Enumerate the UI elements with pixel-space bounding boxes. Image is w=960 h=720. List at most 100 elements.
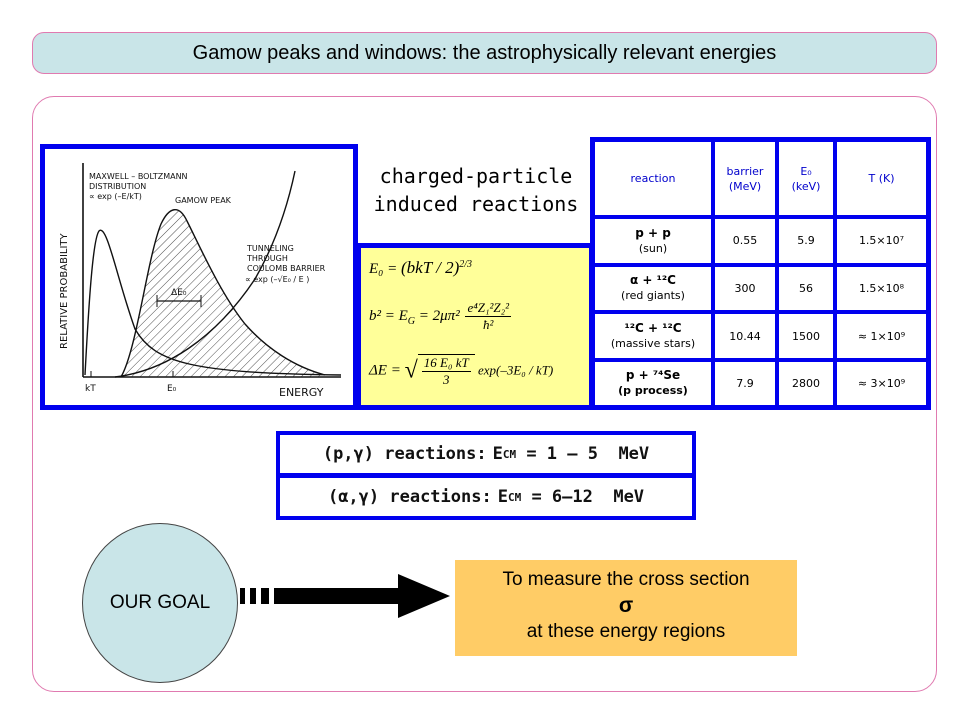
cell-reaction: α + ¹²C (red giants) (595, 262, 715, 315)
equation-b2: b² = EG = 2μπ² e⁴Z₁²Z₂² ħ² (369, 300, 513, 333)
header-e0-1: E₀ (800, 164, 812, 178)
table-header-row: reaction barrier (MeV) E₀ (keV) T (K) (595, 142, 926, 219)
table-row: α + ¹²C (red giants) 300 56 1.5×10⁸ (595, 262, 926, 315)
pg-label: (p,γ) reactions: (322, 444, 487, 464)
cell-e0: 2800 (775, 357, 837, 405)
reaction-name: α + ¹²C (630, 273, 676, 288)
eq3-denominator: 3 (443, 372, 450, 387)
delta-e0-label: ΔE₀ (171, 288, 187, 298)
equation-e0: E₀ = (bkT / 2)2/3 (369, 258, 472, 278)
tunneling-label-3: COULOMB BARRIER (247, 264, 326, 273)
table-row: p + ⁷⁴Se (p process) 7.9 2800 ≈ 3×10⁹ (595, 357, 926, 405)
cell-barrier: 10.44 (711, 310, 779, 362)
cell-temp: ≈ 3×10⁹ (833, 357, 926, 405)
cell-reaction: p + ⁷⁴Se (p process) (595, 357, 715, 405)
gamow-peak-curve (120, 209, 326, 378)
tunneling-label-1: TUNNELING (246, 244, 294, 253)
reaction-table: reaction barrier (MeV) E₀ (keV) T (K) p … (590, 137, 931, 410)
tunneling-label-4: ∝ exp (–√E₀ / E ) (245, 275, 309, 284)
reaction-site: (sun) (638, 241, 668, 255)
pg-sub: CM (502, 447, 517, 461)
eq3-numerator: 16 E₀ kT (421, 355, 471, 372)
ag-e-symbol: E (497, 487, 508, 507)
goal-line-3: at these energy regions (526, 621, 726, 642)
mb-label-2: DISTRIBUTION (89, 182, 146, 191)
e0-tick-label: E₀ (167, 384, 177, 394)
eq3-fraction: 16 E₀ kT 3 (421, 355, 471, 388)
cell-temp: ≈ 1×10⁹ (833, 310, 926, 362)
eq3-rhs: exp(–3E₀ / kT) (474, 362, 554, 378)
gamow-peak-label: GAMOW PEAK (175, 196, 232, 205)
eq1-rhs: (bkT / 2) (401, 258, 460, 277)
eq2-sub: G (407, 315, 416, 327)
slide-title-text: Gamow peaks and windows: the astrophysic… (192, 41, 777, 64)
eq2-denominator: ħ² (483, 317, 494, 332)
caption-line-2: induced reactions (373, 192, 579, 216)
header-e0-2: (keV) (791, 179, 821, 193)
cell-barrier: 7.9 (711, 357, 779, 405)
tunneling-label-2: THROUGH (246, 254, 288, 263)
arrow-right-icon (240, 574, 450, 618)
cell-barrier: 300 (711, 262, 779, 315)
reaction-site: (massive stars) (610, 337, 696, 351)
reaction-table-grid: reaction barrier (MeV) E₀ (keV) T (K) p … (595, 142, 926, 405)
pg-value: = 1 – 5 MeV (516, 444, 650, 464)
reaction-site: (red giants) (621, 289, 685, 303)
pg-e-symbol: E (492, 444, 503, 464)
maxwell-boltzmann-curve (84, 229, 342, 376)
gamow-plot-svg: RELATIVE PROBABILITY ENERGY MAXWELL – BO… (59, 163, 342, 399)
cell-temp: 1.5×10⁸ (833, 262, 926, 315)
cell-barrier: 0.55 (711, 215, 779, 267)
eq2-mid: = 2μπ² (415, 307, 460, 324)
gamow-plot: RELATIVE PROBABILITY ENERGY MAXWELL – BO… (40, 144, 358, 410)
caption-line-1: charged-particle (379, 164, 573, 188)
goal-description-box: To measure the cross section σ at these … (455, 560, 797, 656)
gamow-peak-area (121, 209, 325, 377)
table-row: p + p (sun) 0.55 5.9 1.5×10⁷ (595, 215, 926, 267)
slide-title: Gamow peaks and windows: the astrophysic… (32, 32, 937, 74)
ag-sub: CM (507, 490, 522, 504)
cell-e0: 1500 (775, 310, 837, 362)
ag-label: (α,γ) reactions: (327, 487, 492, 507)
header-e0: E₀ (keV) (775, 142, 837, 219)
table-row: ¹²C + ¹²C (massive stars) 10.44 1500 ≈ 1… (595, 310, 926, 362)
eq3-sqrt: 16 E₀ kT 3 (417, 354, 475, 388)
x-axis-label: ENERGY (279, 386, 324, 399)
header-reaction: reaction (595, 142, 715, 219)
header-temp: T (K) (833, 142, 926, 219)
reaction-name: p + p (635, 225, 671, 240)
our-goal-text: OUR GOAL (109, 592, 211, 613)
kt-tick-label: kT (85, 384, 96, 394)
cell-e0: 56 (775, 262, 837, 315)
sqrt-icon: √ (404, 357, 418, 384)
goal-line-1: To measure the cross section (502, 569, 750, 590)
equation-delta-e: ΔE = √ 16 E₀ kT 3 exp(–3E₀ / kT) (369, 354, 553, 388)
mb-label-1: MAXWELL – BOLTZMANN (89, 172, 188, 181)
eq2-fraction: e⁴Z₁²Z₂² ħ² (465, 300, 512, 333)
mb-label-3: ∝ exp (–E/kT) (89, 192, 142, 201)
eq2-lhs: b² = E (369, 307, 408, 324)
reaction-site: (p process) (618, 384, 688, 398)
goal-sigma: σ (618, 594, 634, 617)
cell-temp: 1.5×10⁷ (833, 215, 926, 267)
charged-particle-caption: charged-particle induced reactions (360, 162, 592, 218)
header-barrier: barrier (MeV) (711, 142, 779, 219)
eq2-numerator: e⁴Z₁²Z₂² (465, 300, 512, 317)
tunneling-curve (114, 170, 296, 378)
eq1-exp: 2/3 (459, 259, 473, 270)
ag-value: = 6–12 MeV (521, 487, 645, 507)
header-barrier-1: barrier (726, 164, 764, 178)
eq3-lhs: ΔE = (369, 362, 405, 379)
cell-reaction: ¹²C + ¹²C (massive stars) (595, 310, 715, 362)
reaction-name: p + ⁷⁴Se (625, 368, 681, 383)
reaction-name: ¹²C + ¹²C (624, 321, 682, 336)
cell-e0: 5.9 (775, 215, 837, 267)
equations-box: E₀ = (bkT / 2)2/3 b² = EG = 2μπ² e⁴Z₁²Z₂… (356, 243, 594, 410)
y-axis-label: RELATIVE PROBABILITY (59, 232, 70, 349)
header-barrier-2: (MeV) (728, 179, 762, 193)
cell-reaction: p + p (sun) (595, 215, 715, 267)
eq1-lhs: E₀ = (369, 261, 401, 277)
our-goal-circle: OUR GOAL (82, 523, 238, 683)
